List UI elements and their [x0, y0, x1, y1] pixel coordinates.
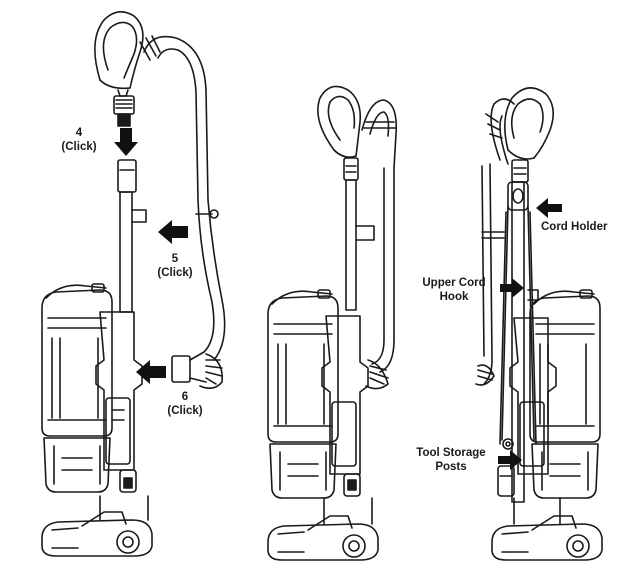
upper-cord-hook-label: Upper Cord Hook — [414, 276, 494, 304]
step-5-note: (Click) — [157, 267, 193, 279]
tool-storage-line2: Posts — [435, 461, 467, 473]
cord-holder-label: Cord Holder — [541, 221, 608, 233]
vacuum-right — [475, 87, 603, 561]
callout-arrows — [498, 198, 562, 470]
step-5-arrow — [158, 220, 188, 244]
step-4-label: 4 (Click) — [52, 126, 106, 154]
tool-storage-line1: Tool Storage — [416, 447, 486, 459]
tool-storage-arrow — [498, 450, 522, 470]
cord-holder-arrow — [536, 198, 562, 218]
step-6-note: (Click) — [167, 405, 203, 417]
vacuum-left — [41, 11, 226, 557]
upper-cord-hook-line2: Hook — [439, 291, 469, 303]
upper-cord-hook-arrow — [500, 278, 524, 298]
step-arrows — [114, 128, 188, 384]
step-6-label: 6 (Click) — [158, 390, 212, 418]
step-6-arrow — [136, 360, 166, 384]
tool-storage-posts-label: Tool Storage Posts — [404, 446, 498, 474]
step-6-number: 6 — [181, 391, 189, 403]
step-4-arrow — [114, 128, 138, 156]
step-4-number: 4 — [75, 127, 83, 139]
step-5-label: 5 (Click) — [148, 252, 202, 280]
upper-cord-hook-line1: Upper Cord — [422, 277, 486, 289]
step-4-note: (Click) — [61, 141, 97, 153]
vacuum-middle — [267, 85, 398, 561]
step-5-number: 5 — [171, 253, 179, 265]
